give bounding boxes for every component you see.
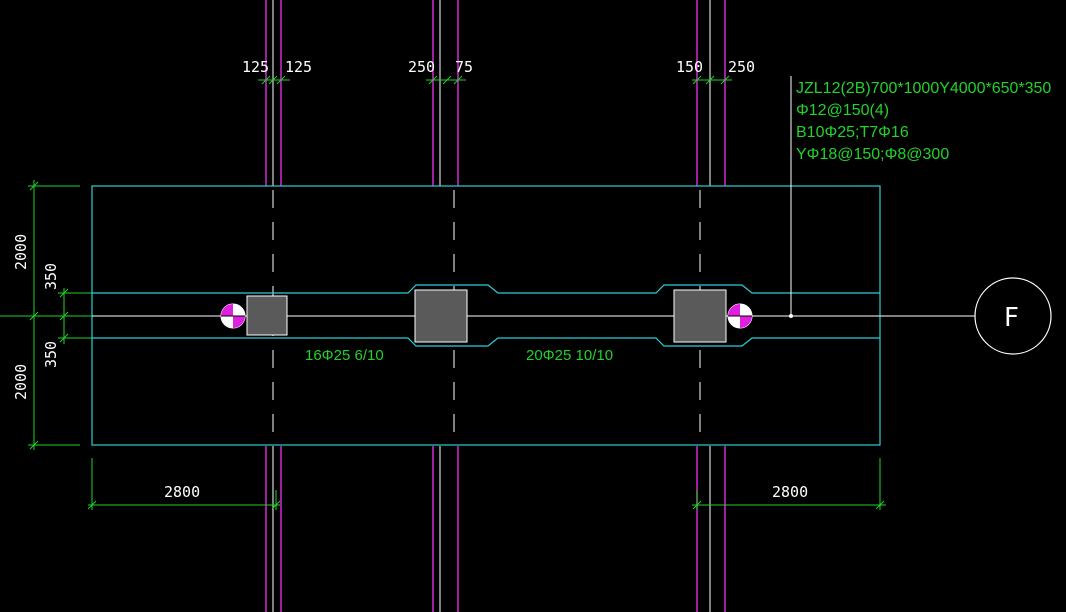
- dim-bottom-right: 2800: [772, 483, 808, 501]
- dim-side-bottom-outer: 2000: [12, 364, 30, 400]
- column-axis-lines: [272, 0, 711, 612]
- rebar-label-span2: 20Φ25 10/10: [526, 347, 613, 364]
- dim-col1-left: 125: [242, 58, 269, 76]
- dim-side-bottom-inner: 350: [42, 341, 60, 368]
- beam-note-line3: B10Φ25;T7Φ16: [796, 124, 909, 141]
- beam-outline: [92, 284, 880, 347]
- support-marker-left: [220, 303, 246, 329]
- side-dimensions: [28, 180, 92, 450]
- dim-col2-left: 250: [408, 58, 435, 76]
- dim-bottom-left: 2800: [164, 483, 200, 501]
- dim-col2-right: 75: [455, 58, 473, 76]
- dim-col3-left: 150: [676, 58, 703, 76]
- center-lines: [100, 190, 880, 444]
- dim-col3-right: 250: [728, 58, 755, 76]
- note-leader-dot: [789, 314, 793, 318]
- top-dimensions: [258, 75, 732, 85]
- rebar-label-span1: 16Φ25 6/10: [305, 347, 384, 364]
- dim-col1-right: 125: [285, 58, 312, 76]
- beam-note-line1: JZL12(2B)700*1000Y4000*650*350: [796, 80, 1051, 97]
- axis-label-f: F: [1004, 303, 1019, 333]
- beam-note-line4: YΦ18@150;Φ8@300: [796, 146, 949, 163]
- column-3: [673, 289, 727, 343]
- beam-note-line2: Φ12@150(4): [796, 102, 889, 119]
- bottom-dimensions: [87, 458, 886, 510]
- axis-bubble: [974, 277, 1052, 355]
- dim-side-top-outer: 2000: [12, 234, 30, 270]
- column-2: [414, 289, 468, 343]
- column-1: [246, 295, 288, 336]
- column-lines: [265, 0, 726, 612]
- support-marker-right: [727, 303, 753, 329]
- dim-side-top-inner: 350: [42, 263, 60, 290]
